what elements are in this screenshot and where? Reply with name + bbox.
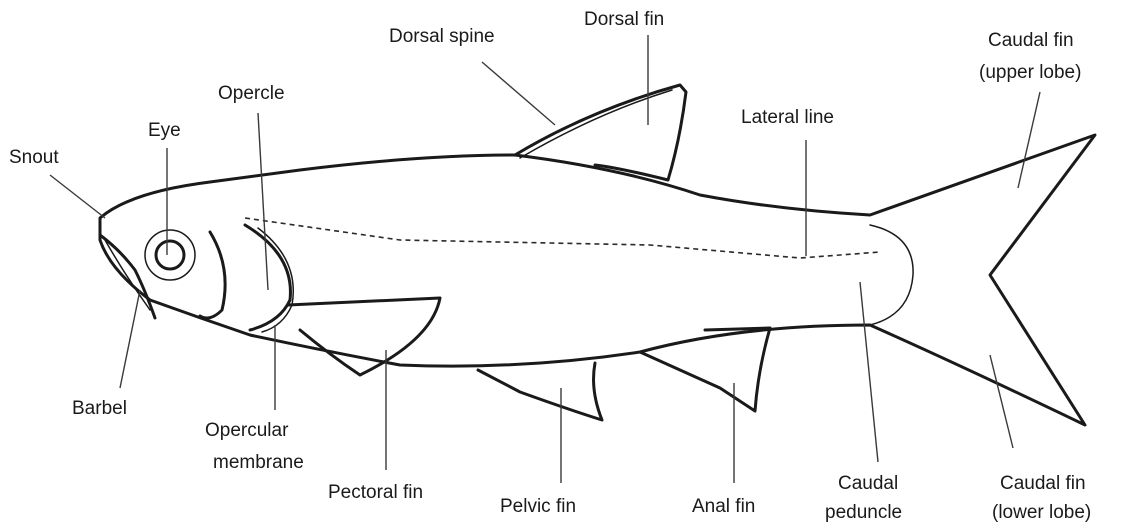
snout-leader bbox=[50, 175, 105, 218]
label-dorsal-spine: Dorsal spine bbox=[389, 26, 495, 47]
label-anal-fin: Anal fin bbox=[692, 496, 755, 517]
label-pectoral-fin: Pectoral fin bbox=[328, 482, 423, 503]
label-caudal-fin-upper-1: Caudal fin bbox=[988, 30, 1074, 51]
dorsal-fin-shape bbox=[515, 85, 686, 180]
label-opercular-membrane-2: membrane bbox=[213, 452, 304, 473]
caudal-fin-lower-leader bbox=[990, 355, 1013, 448]
barbel-leader bbox=[120, 290, 140, 388]
label-lateral-line: Lateral line bbox=[741, 107, 834, 128]
pelvic-fin-shape bbox=[478, 363, 602, 420]
label-caudal-fin-lower-2: (lower lobe) bbox=[992, 502, 1091, 523]
label-caudal-fin-lower-1: Caudal fin bbox=[1000, 473, 1086, 494]
caudal-peduncle-leader bbox=[860, 282, 878, 462]
label-dorsal-fin: Dorsal fin bbox=[584, 9, 664, 30]
label-pelvic-fin: Pelvic fin bbox=[500, 496, 576, 517]
anal-fin-shape bbox=[640, 328, 770, 411]
label-caudal-fin-upper-2: (upper lobe) bbox=[979, 62, 1081, 83]
label-caudal-peduncle-2: peduncle bbox=[825, 502, 902, 523]
opercle-leader bbox=[258, 113, 268, 290]
label-barbel: Barbel bbox=[72, 398, 127, 419]
eye-outer bbox=[145, 230, 195, 280]
caudal-fin-upper-leader bbox=[1018, 92, 1040, 188]
caudal-peduncle-contour bbox=[870, 225, 913, 325]
label-caudal-peduncle-1: Caudal bbox=[838, 473, 898, 494]
eye-pupil bbox=[156, 241, 184, 269]
opercle-shape bbox=[200, 232, 225, 318]
dorsal-spine-leader bbox=[482, 62, 555, 125]
pectoral-fin-shape bbox=[288, 298, 440, 375]
dorsal-spine-shape bbox=[520, 90, 672, 158]
lateral-line-shape bbox=[245, 218, 880, 258]
label-eye: Eye bbox=[148, 120, 181, 141]
label-snout: Snout bbox=[9, 147, 59, 168]
label-opercle: Opercle bbox=[218, 83, 285, 104]
label-opercular-membrane-1: Opercular bbox=[205, 420, 289, 441]
barbel-shape bbox=[105, 240, 150, 310]
fish-body-outline bbox=[100, 135, 1095, 425]
